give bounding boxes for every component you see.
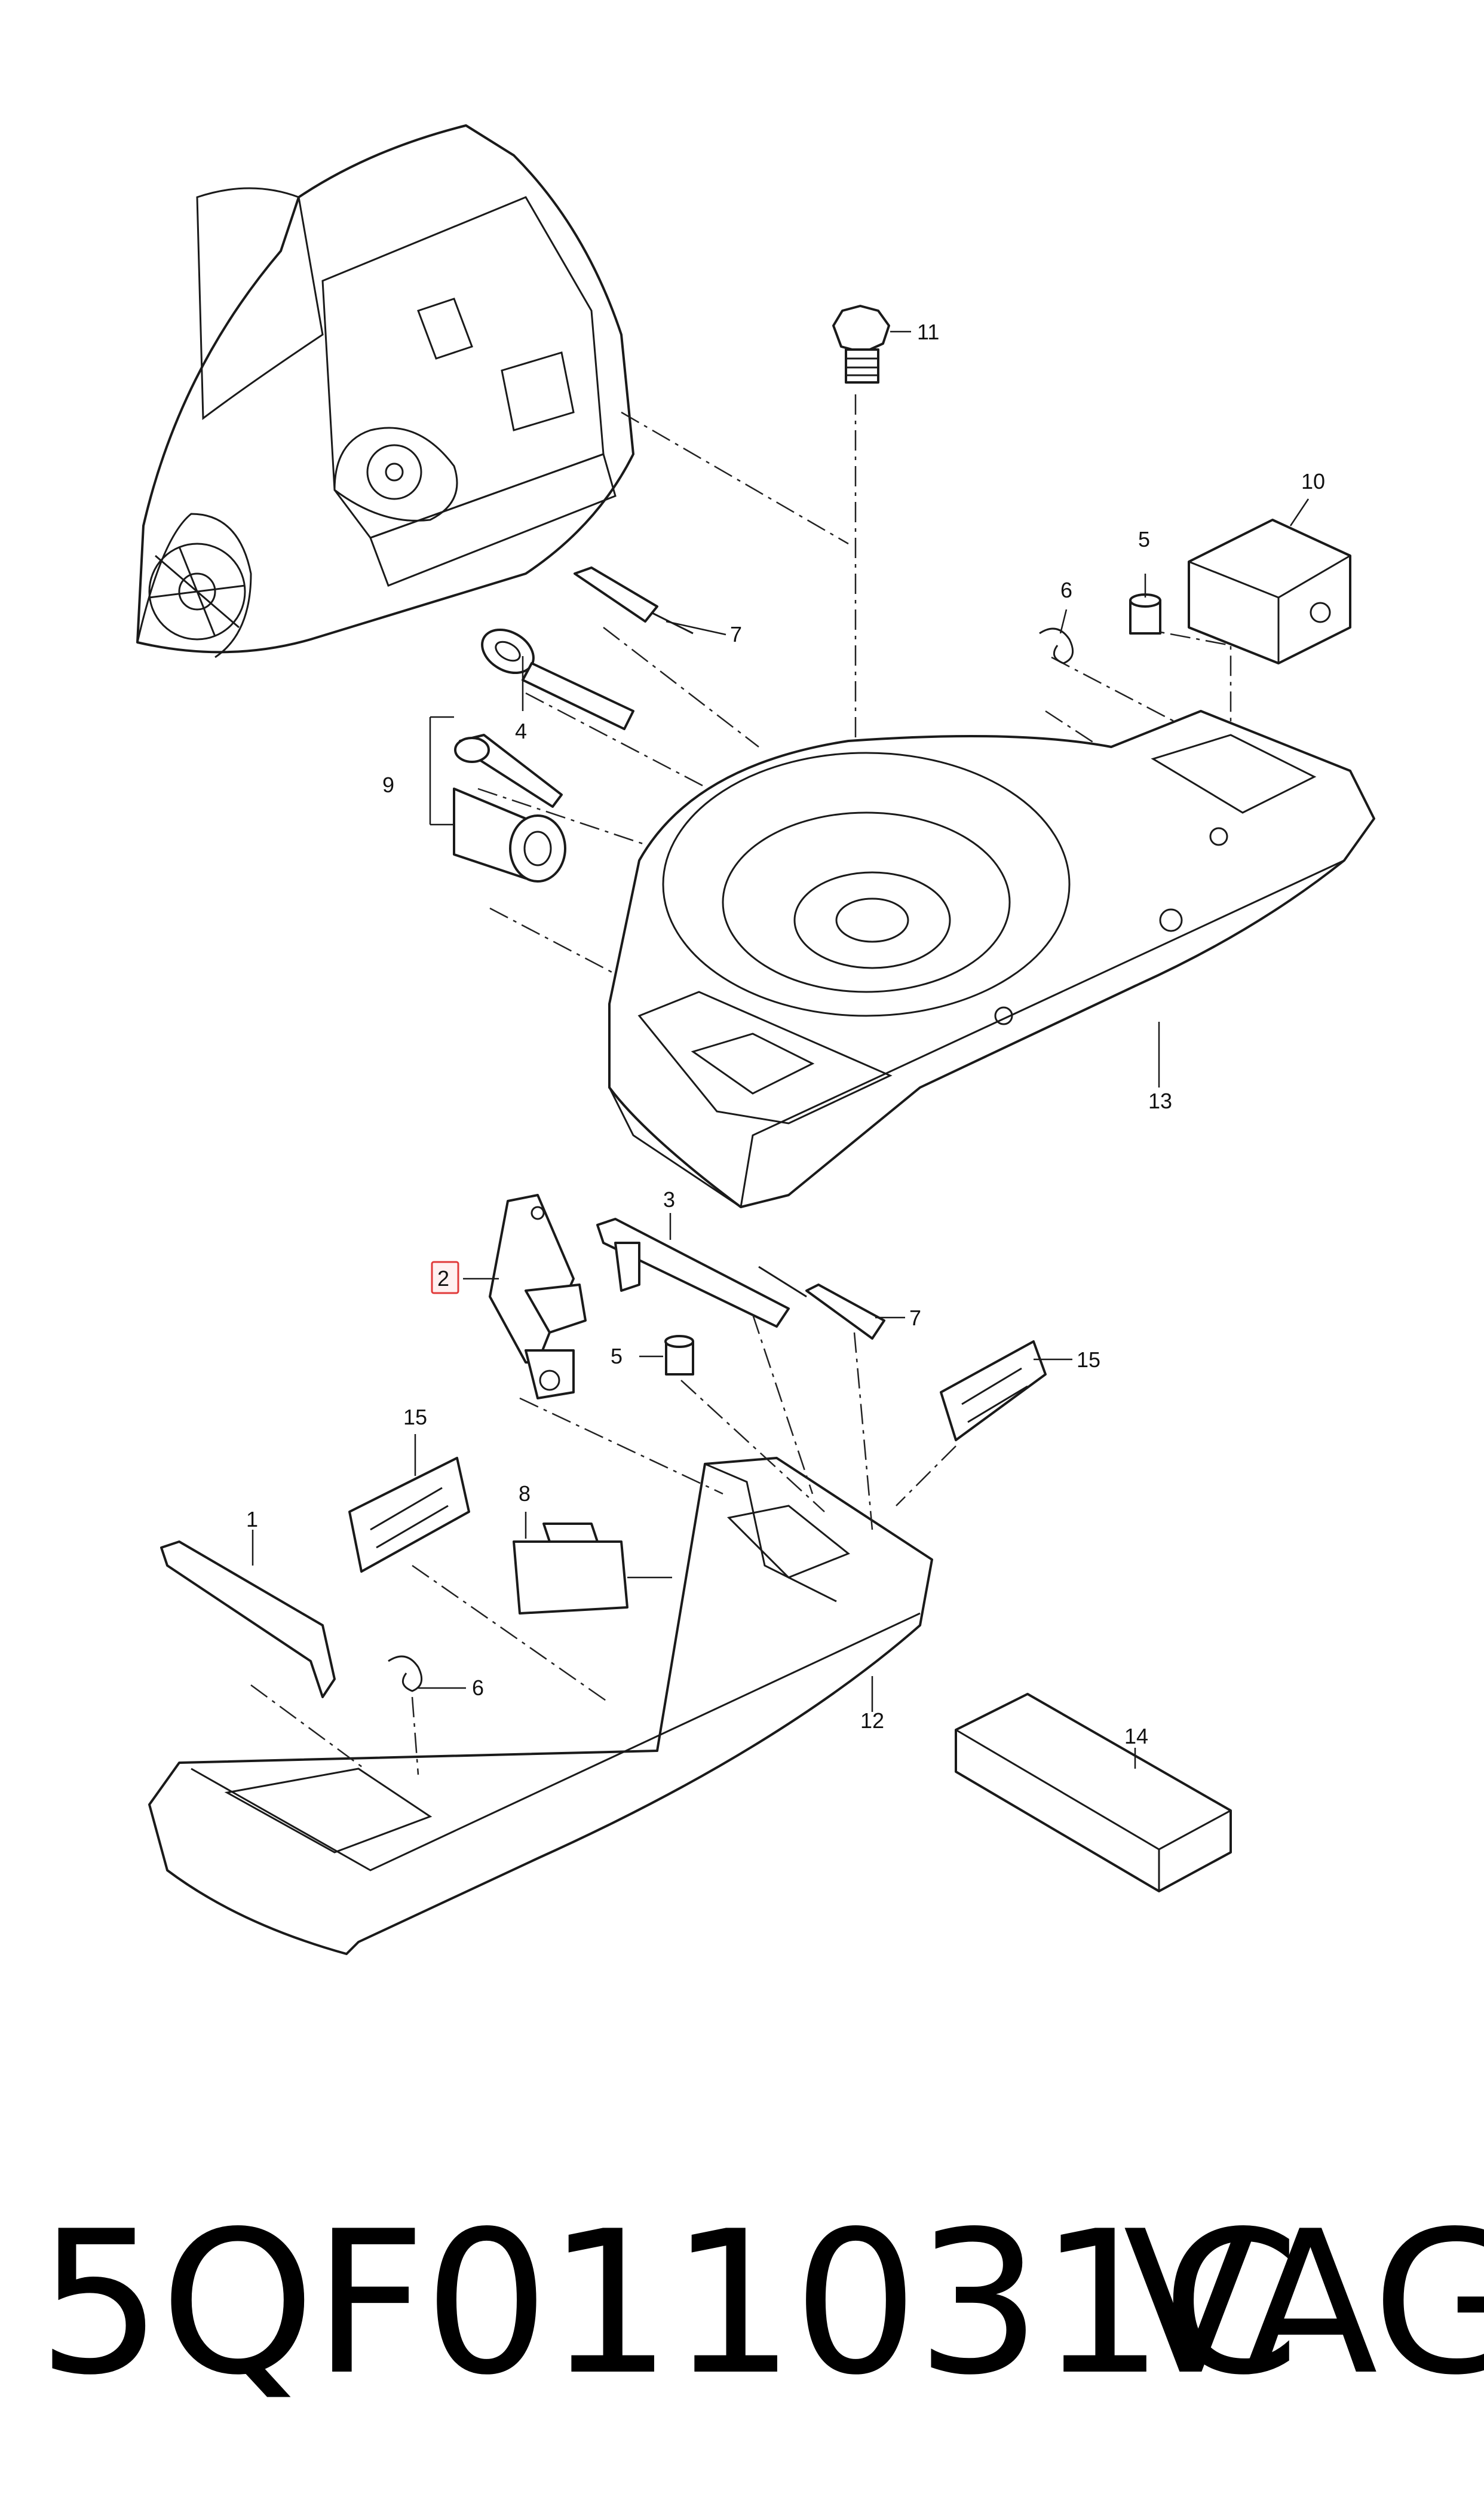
callout-13: 13 (1148, 1089, 1172, 1113)
part-10-tyre-compressor (1188, 519, 1351, 664)
callout-8: 8 (519, 1481, 531, 1506)
part-11-screw-clamp (832, 305, 890, 384)
part-7-screwdriver-middle (758, 1266, 885, 1340)
callout-11: 11 (917, 320, 939, 344)
part-5-bolt-middle (664, 1335, 694, 1376)
part-6-clip-top (1039, 627, 1074, 664)
part-number-label: 5QF011031C (37, 2189, 1300, 2418)
callout-2: 2 (437, 1266, 449, 1291)
part-12-tool-foam-insert (148, 1457, 933, 1955)
part-1-wheel-wrench (160, 1540, 336, 1698)
callout-6a: 6 (1060, 578, 1072, 602)
callout-5b: 5 (611, 1344, 623, 1368)
callout-15a: 15 (1077, 1347, 1100, 1372)
callout-highlight-box (431, 1261, 459, 1294)
callout-9: 9 (382, 773, 394, 797)
part-14-storage-box (955, 1693, 1232, 1892)
exploded-parts-diagram: 1 2 3 4 5 5 6 6 7 7 8 9 10 11 12 13 14 1… (136, 124, 1375, 1955)
part-8-tool-pouch (513, 1523, 628, 1615)
part-4-towing-eye (481, 628, 634, 730)
part-15-bracket-right (940, 1340, 1047, 1441)
callout-10: 10 (1301, 469, 1325, 494)
callout-1: 1 (246, 1507, 258, 1531)
part-9-wheel-bolt-adapter (429, 716, 566, 883)
part-5-bolt-top (1129, 593, 1161, 635)
callout-15b: 15 (403, 1405, 427, 1429)
assembly-lines-bottom (250, 1314, 956, 1775)
callout-4: 4 (515, 719, 527, 743)
callouts: 1 2 3 4 5 5 6 6 7 7 8 9 10 11 12 13 14 1… (246, 320, 1325, 1748)
callout-5a: 5 (1138, 527, 1150, 552)
car-rear-illustration (136, 124, 634, 658)
callout-3: 3 (663, 1187, 675, 1212)
part-15-bracket-left (348, 1457, 470, 1573)
part-6-clip-bottom (388, 1655, 423, 1692)
callout-14: 14 (1124, 1724, 1148, 1748)
callout-7b: 7 (909, 1306, 921, 1330)
callout-12: 12 (860, 1708, 884, 1733)
spare-wheel-well-tray (608, 710, 1375, 1208)
part-3-wheel-brace (596, 1218, 790, 1328)
callout-7a: 7 (730, 622, 742, 647)
brand-label: VAG (1123, 2189, 1484, 2418)
callout-6b: 6 (472, 1675, 484, 1700)
leader-lines (252, 330, 1310, 1769)
part-2-car-jack (489, 1194, 587, 1399)
